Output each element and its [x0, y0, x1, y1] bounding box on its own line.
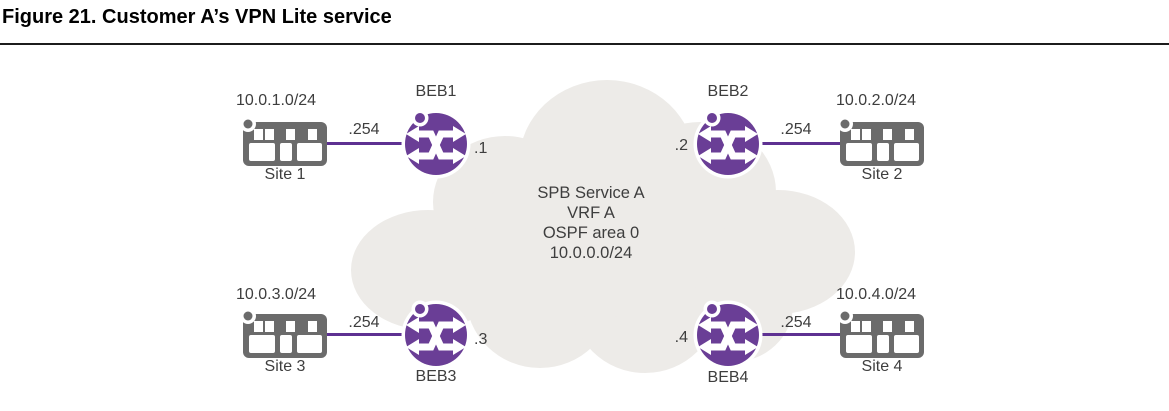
site-network-label: 10.0.1.0/24 — [236, 92, 317, 109]
site-interface-label: .254 — [780, 121, 812, 138]
router-name-label: BEB1 — [415, 83, 457, 100]
beb-router-icon — [690, 297, 766, 373]
figure-title: Figure 21. Customer A’s VPN Lite service — [2, 6, 392, 28]
site-switch-icon — [241, 308, 329, 360]
site-name-label: Site 2 — [861, 166, 903, 183]
cloud-label-line: 10.0.0.0/24 — [549, 244, 633, 262]
site-switch-icon — [838, 308, 926, 360]
beb-router-icon — [398, 297, 474, 373]
router-interface-label: .4 — [674, 329, 688, 346]
link-line — [327, 142, 407, 145]
site-switch-icon — [838, 116, 926, 168]
router-interface-label: .1 — [474, 140, 488, 157]
site-name-label: Site 3 — [264, 358, 306, 375]
site-name-label: Site 4 — [861, 358, 903, 375]
link-line — [327, 333, 407, 336]
site-network-label: 10.0.4.0/24 — [836, 286, 917, 303]
site-switch-icon — [241, 116, 329, 168]
title-divider — [0, 43, 1169, 45]
router-interface-label: .3 — [474, 331, 488, 348]
beb-router-icon — [398, 106, 474, 182]
link-line — [759, 142, 843, 145]
router-name-label: BEB3 — [415, 368, 457, 385]
cloud-label-line: VRF A — [567, 204, 615, 222]
link-line — [759, 333, 843, 336]
site-network-label: 10.0.2.0/24 — [836, 92, 917, 109]
cloud-label-line: OSPF area 0 — [542, 224, 640, 242]
site-interface-label: .254 — [780, 314, 812, 331]
site-name-label: Site 1 — [264, 166, 306, 183]
router-name-label: BEB4 — [707, 369, 749, 386]
site-interface-label: .254 — [348, 314, 380, 331]
site-network-label: 10.0.3.0/24 — [236, 286, 317, 303]
router-name-label: BEB2 — [707, 83, 749, 100]
beb-router-icon — [690, 106, 766, 182]
cloud-label-line: SPB Service A — [537, 184, 645, 202]
cloud-label: SPB Service A VRF A OSPF area 0 10.0.0.0… — [471, 183, 711, 263]
site-interface-label: .254 — [348, 121, 380, 138]
router-interface-label: .2 — [674, 137, 688, 154]
